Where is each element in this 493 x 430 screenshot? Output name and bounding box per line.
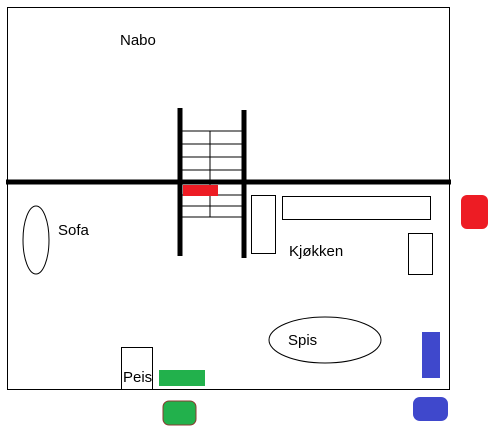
neighbor-label: Nabo (120, 32, 156, 49)
green-marker-outside (162, 400, 197, 426)
stair-steps (182, 130, 242, 218)
green-marker-inside (159, 370, 205, 386)
kitchen-label: Kjøkken (289, 243, 343, 260)
sofa-shape (22, 205, 50, 275)
kitchen-counter-vertical (251, 195, 276, 254)
blue-marker-outside (413, 397, 448, 421)
sofa-label: Sofa (58, 222, 90, 239)
dining-table (268, 316, 382, 364)
fireplace-label: Peis (123, 369, 152, 386)
fireplace-box (121, 347, 153, 390)
red-marker-outside (461, 195, 488, 229)
red-marker-stairs (183, 185, 218, 196)
blue-marker-inside (422, 332, 440, 378)
kitchen-fridge (408, 233, 433, 275)
dining-label: Spis (288, 332, 317, 349)
kitchen-counter-horizontal (282, 196, 431, 220)
outer-wall (7, 7, 450, 390)
